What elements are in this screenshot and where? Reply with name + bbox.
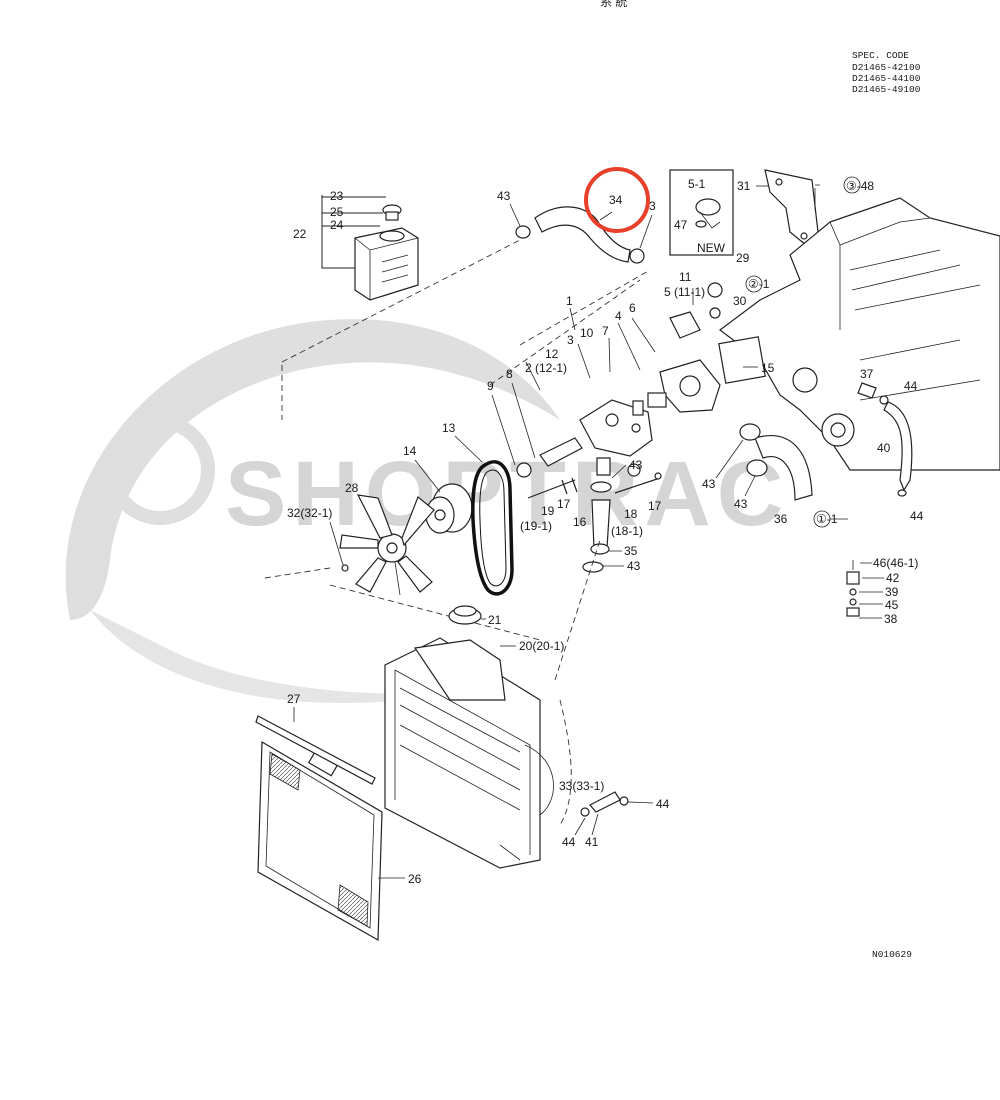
- label-17-left: 17: [557, 497, 571, 511]
- label-1-1: ①-1: [816, 512, 838, 526]
- label-24: 24: [330, 218, 344, 232]
- label-19-1: (19-1): [520, 519, 552, 533]
- label-42: 42: [886, 571, 900, 585]
- label-22: 22: [293, 227, 307, 241]
- label-40: 40: [877, 441, 891, 455]
- cooling-fan-28: [339, 494, 435, 596]
- label-41: 41: [585, 835, 599, 849]
- label-20: 20(20-1): [519, 639, 564, 653]
- fan-shroud-26: [257, 740, 383, 942]
- label-28: 28: [345, 481, 359, 495]
- pulley-14: [425, 483, 473, 534]
- label-2-1: ②-1: [748, 277, 770, 291]
- lower-hose-36: [739, 423, 813, 501]
- spec-code-title: SPEC. CODE: [852, 50, 909, 61]
- label-9: 9: [487, 379, 494, 393]
- radiator-cap-21: [448, 605, 482, 625]
- label-2-12-1: 2 (12-1): [525, 361, 567, 375]
- label-12: 12: [545, 347, 559, 361]
- label-5: 5 (11-1): [664, 285, 705, 299]
- inset-label: 5-1: [688, 177, 706, 191]
- label-1: 1: [566, 294, 573, 308]
- watermark-circle: [105, 415, 215, 525]
- label-25: 25: [330, 205, 344, 219]
- water-pump: [516, 359, 721, 478]
- spec-code-2: D21465-44100: [852, 73, 921, 84]
- label-36: 36: [774, 512, 788, 526]
- new-part-inset: [669, 169, 734, 256]
- label-44-low-left: 44: [562, 835, 576, 849]
- label-3-top: 3: [649, 199, 656, 213]
- seal-strip-27: [255, 715, 376, 785]
- label-27: 27: [287, 692, 301, 706]
- label-7: 7: [602, 324, 609, 338]
- label-14: 14: [403, 444, 417, 458]
- label-10: 10: [580, 326, 594, 340]
- label-32: 32(32-1): [287, 506, 332, 520]
- watermark-text: SHOPTRAC: [225, 443, 789, 545]
- label-43-top: 43: [497, 189, 511, 203]
- label-45: 45: [885, 598, 899, 612]
- label-23: 23: [330, 189, 344, 203]
- label-34: 34: [609, 193, 623, 207]
- label-43-right-b: 43: [734, 497, 748, 511]
- label-43-mid: 43: [629, 458, 643, 472]
- label-43-right-a: 43: [702, 477, 716, 491]
- label-43-low: 43: [627, 559, 641, 573]
- bracket-31: [764, 169, 820, 246]
- label-38: 38: [884, 612, 898, 626]
- watermark-swoosh: [65, 319, 560, 620]
- label-11: 11: [679, 270, 692, 284]
- label-39: 39: [885, 585, 899, 599]
- spec-code-1: D21465-42100: [852, 62, 921, 73]
- label-31: 31: [737, 179, 751, 193]
- inset-sub-label: 47: [674, 218, 688, 232]
- bypass-hose: [582, 481, 612, 573]
- label-18: 18: [624, 507, 638, 521]
- label-44-right-a: 44: [904, 379, 918, 393]
- label-19: 19: [541, 504, 555, 518]
- drawing-number: N010629: [872, 949, 912, 960]
- label-3: 3: [567, 333, 574, 347]
- v-belt-13: [471, 460, 514, 596]
- header-glyphs: 系 統: [600, 0, 627, 9]
- label-17-right: 17: [648, 499, 662, 513]
- label-33: 33(33-1): [559, 779, 604, 793]
- label-44-low-right: 44: [656, 797, 670, 811]
- label-44-right-b: 44: [910, 509, 924, 523]
- spec-code-block: SPEC. CODE D21465-42100 D21465-44100 D21…: [852, 50, 921, 95]
- label-46: 46(46-1): [873, 556, 918, 570]
- drain-parts: [846, 382, 913, 617]
- label-26: 26: [408, 872, 422, 886]
- label-30: 30: [733, 294, 747, 308]
- label-4: 4: [615, 309, 622, 323]
- label-15: 15: [761, 361, 775, 375]
- bolts: [527, 472, 662, 499]
- highlight-circle: [584, 167, 650, 233]
- upper-hose-34: [515, 206, 645, 264]
- radiator: [384, 637, 554, 869]
- label-37: 37: [860, 367, 874, 381]
- label-35: 35: [624, 544, 638, 558]
- label-13: 13: [442, 421, 456, 435]
- thermostat-parts: [669, 282, 723, 339]
- label-21: 21: [488, 613, 502, 627]
- spec-code-3: D21465-49100: [852, 84, 921, 95]
- radiator-drain: [580, 791, 629, 817]
- label-16: 16: [573, 515, 587, 529]
- label-6: 6: [629, 301, 636, 315]
- label-29: 29: [736, 251, 750, 265]
- label-8: 8: [506, 367, 513, 381]
- label-18-1: (18-1): [611, 524, 643, 538]
- engine-block: [718, 197, 1000, 471]
- reserve-tank: [321, 195, 419, 301]
- label-3-48: ③-48: [846, 179, 874, 193]
- inset-new-tag: NEW: [697, 241, 726, 255]
